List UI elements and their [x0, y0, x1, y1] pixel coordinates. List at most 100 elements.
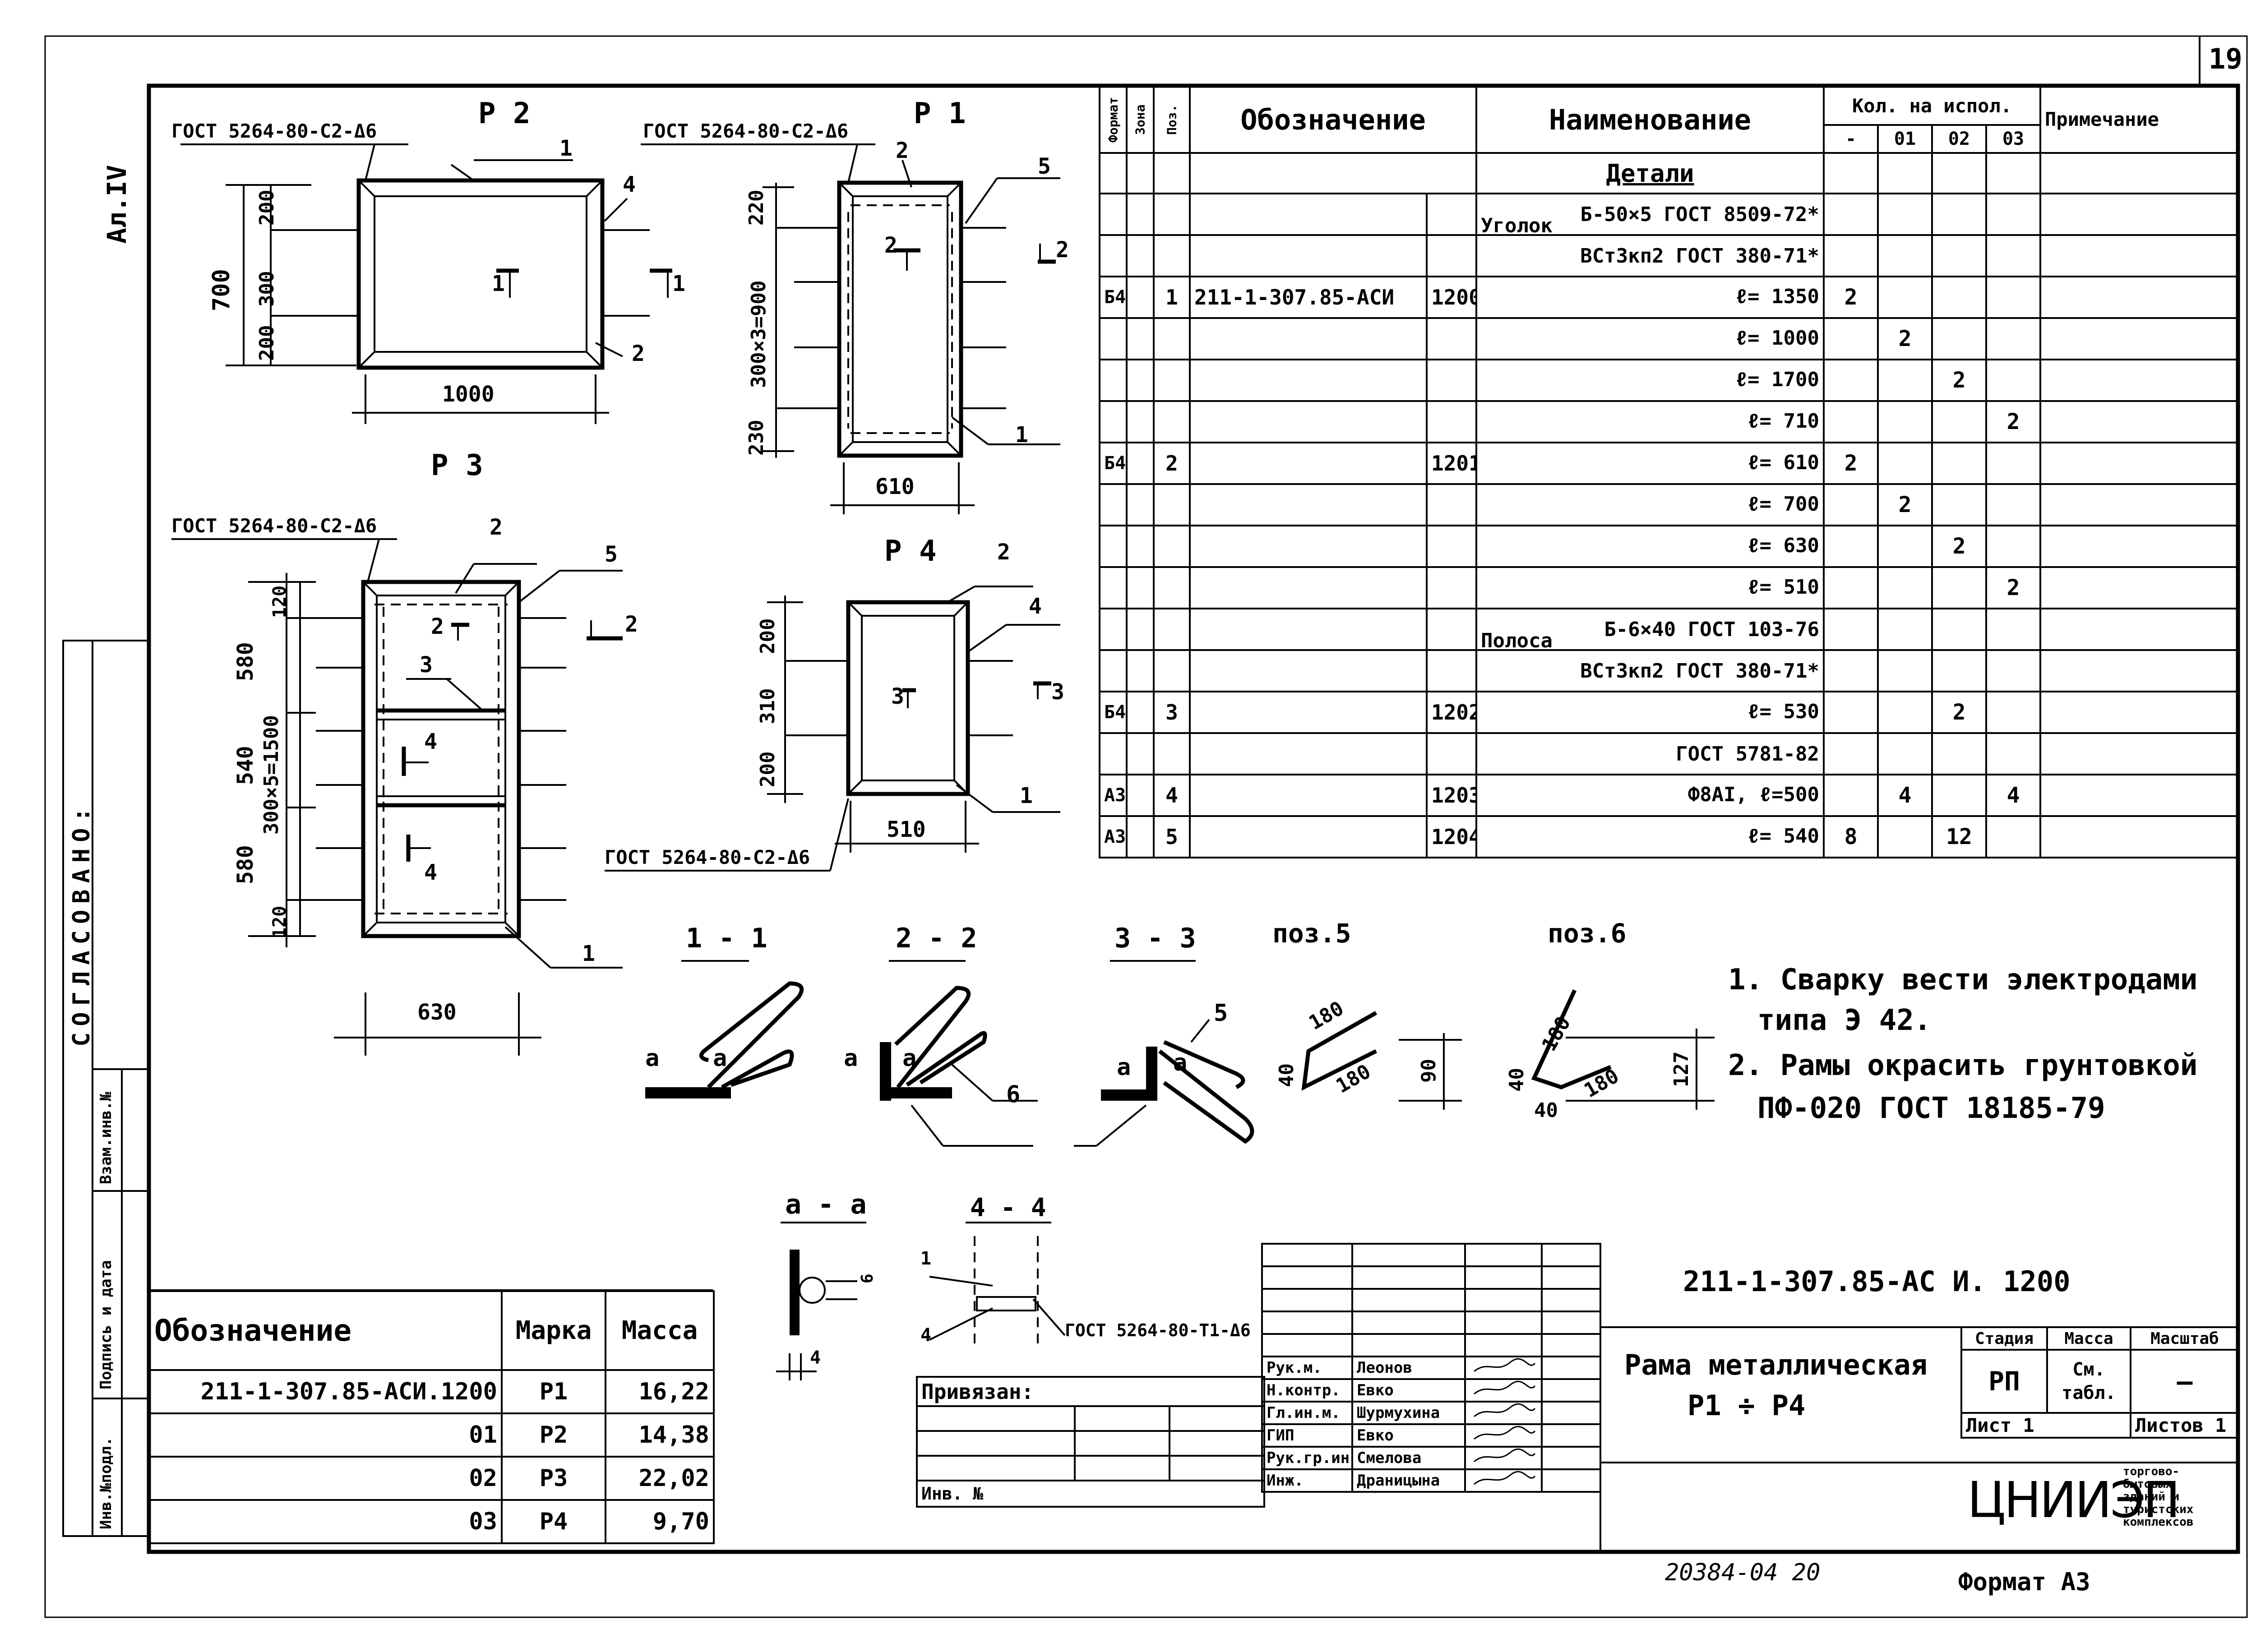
p1-pos-1: 1: [1015, 422, 1028, 448]
cell-designation: [1189, 691, 1428, 734]
cell-designation-num: [1425, 525, 1478, 568]
signature-name: Леонов: [1351, 1356, 1466, 1380]
cell-zone: [1126, 359, 1155, 402]
section-1-1: [645, 960, 804, 1098]
section-a-a: [776, 1222, 866, 1380]
cell-qty: [1985, 193, 2042, 236]
p2-title: Р 2: [478, 97, 531, 130]
cell-qty: [1985, 317, 2042, 360]
cell-qty: [1877, 234, 1933, 277]
cell-designation-num: [1425, 608, 1478, 651]
cell-designation: [1189, 649, 1428, 692]
signature-row: Гл.ин.м.Шурмухина: [1261, 1401, 1601, 1425]
mass-hdr: Масса: [2046, 1326, 2131, 1351]
signature-row: Н.контр.Евко: [1261, 1378, 1601, 1403]
hdr-qty: Кол. на испол.: [1823, 86, 2042, 126]
cell-name: ℓ= 540: [1475, 815, 1825, 858]
p2-dim-1000: 1000: [442, 382, 495, 407]
mass-cell-mark: Р2: [501, 1412, 606, 1458]
p1-pos-2: 2: [896, 138, 909, 163]
cell-designation: [1189, 525, 1428, 568]
cell-qty: 2: [1985, 566, 2042, 609]
cell-format: Б4: [1099, 691, 1128, 734]
qty-col-base: -: [1823, 124, 1879, 154]
note-2-line-2: ПФ-020 ГОСТ 18185-79: [1757, 1092, 2105, 1125]
cell-qty: [1985, 483, 2042, 526]
p4-dim-200a: 200: [756, 618, 779, 654]
cell-name: ВСт3кп2 ГОСТ 380-71*: [1475, 234, 1825, 277]
cell-designation: [1189, 359, 1428, 402]
cell-note: [2039, 442, 2240, 485]
title-line-2: Р1 ÷ Р4: [1687, 1389, 1806, 1422]
p2-cut-right: 1: [672, 271, 685, 296]
p1-cut-right: 2: [1056, 237, 1069, 263]
p2-pos-4: 4: [623, 172, 636, 197]
spec-qty-subheader: - 01 02 03: [1100, 124, 2239, 154]
org-logo: ЦНИИЭП: [1967, 1471, 2180, 1529]
mass-cell-mark: Р3: [501, 1456, 606, 1501]
cell-qty: [1877, 649, 1933, 692]
cell-designation-num: 1204: [1425, 815, 1478, 858]
cell-pos: 2: [1153, 442, 1191, 485]
signature-mark: [1464, 1468, 1543, 1493]
frame-p4: [605, 586, 1060, 872]
cell-note: [2039, 691, 2240, 734]
cell-format: [1099, 525, 1128, 568]
cell-qty: [1823, 649, 1879, 692]
cell-qty: [1823, 566, 1879, 609]
cell-pos: [1153, 649, 1191, 692]
cell-note: [2039, 566, 2240, 609]
cell-pos: [1153, 359, 1191, 402]
p2-cut-left: 1: [492, 271, 505, 296]
p1-pos-5: 5: [1038, 154, 1051, 179]
sec22-weld-a2: а: [902, 1045, 917, 1072]
cell-note: [2039, 359, 2240, 402]
qty-col-03: 03: [1985, 124, 2042, 154]
stage-table: Стадия Масса Масштаб РП См. табл. — Лист…: [1960, 1326, 2240, 1439]
signature-name: Евко: [1351, 1378, 1466, 1403]
sec11-weld-a: а: [645, 1045, 660, 1072]
section-1-1-label: 1 - 1: [686, 923, 767, 954]
field-inv-podl: Инв.№подл.: [97, 1437, 115, 1529]
cell-qty: [1877, 193, 1933, 236]
signature-date: [1541, 1401, 1601, 1425]
cell-qty: [1877, 525, 1933, 568]
cell-name: Ф8АI, ℓ=500: [1475, 774, 1825, 817]
cell-zone: [1126, 442, 1155, 485]
mass-cell-mark: Р1: [501, 1369, 606, 1414]
cell-qty: [1823, 483, 1879, 526]
cell-note: [2039, 400, 2240, 443]
cell-zone: [1126, 691, 1155, 734]
p4-pos-1: 1: [1020, 783, 1033, 808]
cell-qty: [1877, 276, 1933, 319]
hdr-pos: Поз.: [1154, 87, 1190, 153]
cell-format: Б4: [1099, 442, 1128, 485]
cell-qty: [1931, 317, 1988, 360]
cell-zone: [1126, 525, 1155, 568]
p3-pos-1: 1: [582, 941, 595, 966]
p3-title: Р 3: [431, 449, 483, 482]
side-stamp: [62, 640, 150, 1537]
cell-designation-num: [1425, 649, 1478, 692]
cell-zone: [1126, 276, 1155, 319]
cell-qty: [1985, 525, 2042, 568]
note-1-line-2: типа Э 42.: [1757, 1004, 1932, 1037]
cell-pos: [1153, 317, 1191, 360]
cell-name: ℓ= 1350: [1475, 276, 1825, 319]
cell-qty: 2: [1877, 317, 1933, 360]
cell-name-value: ℓ= 630: [1747, 534, 1820, 557]
cell-qty: [1985, 234, 2042, 277]
approved-label: СОГЛАСОВАНО:: [68, 801, 95, 1047]
cell-designation-num: [1425, 193, 1478, 236]
signature-role: Н.контр.: [1261, 1378, 1353, 1403]
p2-gost: ГОСТ 5264-80-С2-Δ6: [171, 120, 377, 142]
cell-note: [2039, 774, 2240, 817]
